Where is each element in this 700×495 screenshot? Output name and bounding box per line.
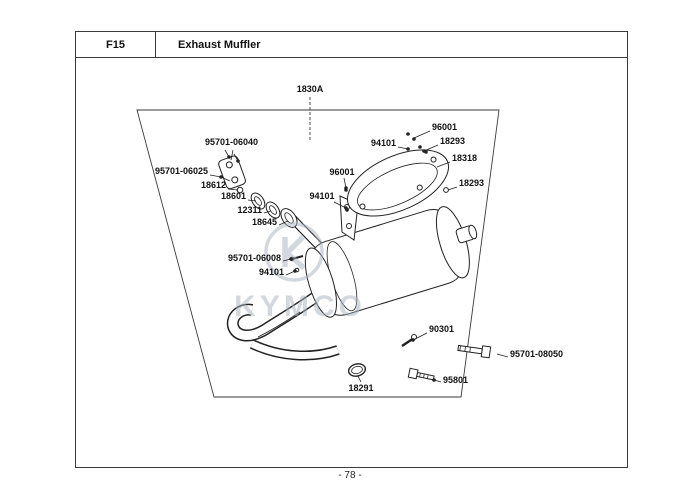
part-label: 96001 <box>432 122 457 132</box>
part-label: 94101 <box>309 191 334 201</box>
part-label: 18601 <box>221 191 246 201</box>
fastener-dot <box>422 149 426 153</box>
flange-bracket <box>218 149 246 194</box>
part-label: 18318 <box>452 153 477 163</box>
stud-bolt <box>227 155 231 159</box>
leader-line <box>209 174 222 178</box>
leader-line <box>436 161 451 168</box>
kymco-watermark: KYMCO <box>234 222 366 323</box>
leader-line <box>230 149 234 161</box>
leader-lines <box>209 97 509 383</box>
stud-bolt <box>236 159 240 163</box>
fastener-dot <box>344 186 348 190</box>
leader-line <box>412 332 428 341</box>
part-label: 18612 <box>201 180 226 190</box>
part-label: 18293 <box>440 136 465 146</box>
part-label: 95701-08050 <box>510 349 563 359</box>
fastener-dot <box>289 257 293 261</box>
part-label: 95701-06025 <box>155 166 208 176</box>
watermark-text: KYMCO <box>234 290 366 323</box>
leader-line <box>227 188 239 191</box>
leader-line <box>496 353 509 358</box>
fastener-dot <box>344 206 348 210</box>
part-label: 94101 <box>259 267 284 277</box>
diagram-boundary <box>136 109 500 398</box>
leader-line <box>278 220 289 226</box>
leader-line <box>357 375 362 383</box>
fastener-dot <box>411 338 415 342</box>
header-row: F15 Exhaust Muffler <box>76 32 627 58</box>
part-label: 95801 <box>443 375 468 385</box>
leader-line <box>247 199 257 202</box>
fastener-dot <box>432 378 436 382</box>
part-label: 94101 <box>371 138 396 148</box>
fastener-dot <box>406 147 410 151</box>
part-label: 95701-06008 <box>228 253 281 263</box>
leader-line <box>263 210 272 214</box>
exhaust-front-pipe <box>226 279 340 361</box>
hex-bolt-large <box>457 344 492 359</box>
part-label: 12311 <box>237 205 262 215</box>
section-code: F15 <box>76 32 156 57</box>
part-label: 90301 <box>429 324 454 334</box>
leader-line <box>413 130 431 139</box>
fastener-dot <box>293 269 297 273</box>
kymco-logo-icon <box>264 222 324 282</box>
part-label: 96001 <box>329 167 354 177</box>
page-number: - 78 - <box>338 470 362 481</box>
part-label: 95701-06040 <box>205 137 258 147</box>
clamp-ring <box>347 363 367 377</box>
part-labels: 1830A 96001 94101 18293 18318 18293 95701-0604… <box>155 84 563 393</box>
heat-shield <box>346 149 450 217</box>
part-label: 1830A <box>297 84 324 94</box>
part-label: 18293 <box>459 178 484 188</box>
part-label: 18645 <box>252 217 277 227</box>
leader-line <box>333 201 347 209</box>
part-label: 18291 <box>348 383 373 393</box>
page-title: Exhaust Muffler <box>178 38 261 51</box>
hex-bolt-small <box>407 367 435 381</box>
fastener-dot <box>219 175 223 179</box>
leader-line <box>423 144 439 152</box>
content-frame: F15 Exhaust Muffler <box>75 31 628 468</box>
leader-line <box>447 186 458 191</box>
